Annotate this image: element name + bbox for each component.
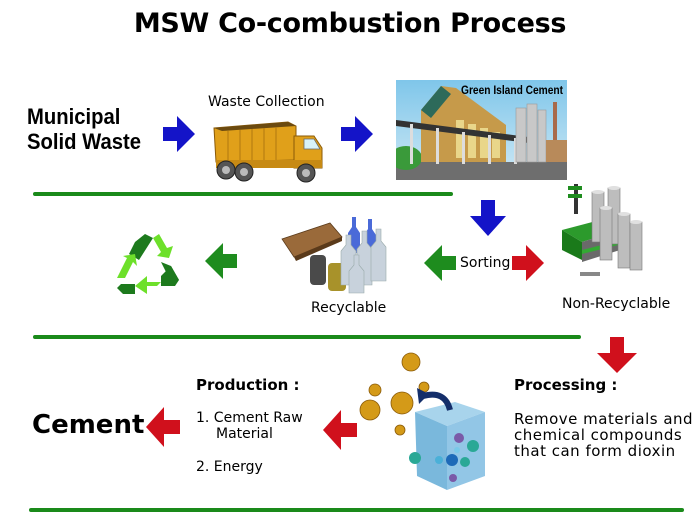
factory-icon	[560, 180, 655, 285]
sorting-label: Sorting	[460, 255, 511, 271]
processing-line: Remove materials and	[514, 410, 694, 428]
arrow-down-icon	[597, 337, 637, 373]
section-divider	[29, 508, 684, 512]
cement-output-label: Cement	[32, 410, 145, 440]
recyclable-label: Recyclable	[311, 300, 387, 316]
cement-plant-image: Green Island Cement	[396, 80, 567, 180]
production-item-1-line1: 1. Cement Raw	[196, 410, 303, 426]
section-divider	[33, 192, 453, 196]
recycle-icon	[113, 228, 185, 300]
processing-line: chemical compounds	[514, 426, 683, 444]
processing-line: that can form dioxin	[514, 442, 676, 460]
source-label-line2: Solid Waste	[27, 129, 141, 154]
production-item-1-line2: Material	[216, 426, 273, 442]
waste-collection-label: Waste Collection	[208, 94, 325, 110]
arrow-left-icon	[205, 243, 237, 279]
section-divider	[33, 335, 581, 339]
processing-heading: Processing :	[514, 376, 618, 394]
production-heading: Production :	[196, 376, 300, 394]
arrow-right-icon	[341, 116, 373, 152]
recyclables-icon	[280, 215, 390, 295]
arrow-left-icon	[323, 410, 357, 450]
processing-description: Remove materials and chemical compounds …	[514, 411, 693, 459]
arrow-left-icon	[424, 245, 456, 281]
molecule-cube-icon	[355, 350, 495, 500]
arrow-down-icon	[470, 200, 506, 236]
source-label-line1: Municipal	[27, 104, 121, 129]
source-label: Municipal Solid Waste	[27, 104, 141, 154]
production-item-2: 2. Energy	[196, 459, 263, 475]
non-recyclable-label: Non-Recyclable	[562, 296, 671, 312]
production-item-1: 1. Cement Raw Material	[196, 410, 303, 442]
arrow-left-icon	[146, 407, 180, 447]
garbage-truck-icon	[210, 116, 325, 186]
plant-name-label: Green Island Cement	[460, 83, 563, 97]
arrow-right-icon	[512, 245, 544, 281]
diagram-title: MSW Co-combustion Process	[133, 8, 567, 39]
arrow-right-icon	[163, 116, 195, 152]
